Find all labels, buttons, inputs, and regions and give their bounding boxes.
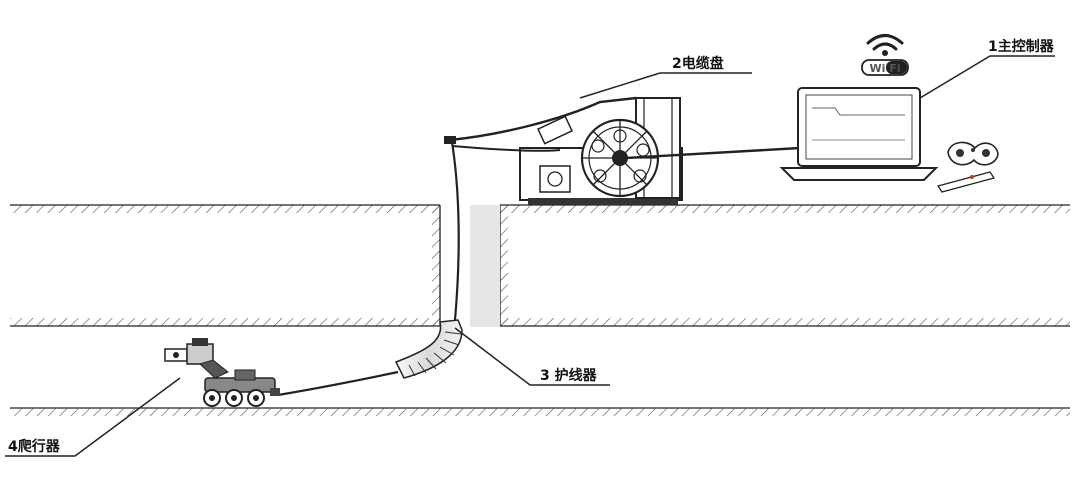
label-cable-reel: 2电缆盘 [672,55,724,72]
leader-lines [5,55,1055,457]
stylus-pen [936,171,996,193]
manhole-shaft [470,205,500,327]
ground-slab-left [10,204,441,327]
crawler-robot [164,338,280,407]
label-crawler: 4爬行器 [8,438,61,455]
wifi-text: Wi Fi [869,62,900,75]
label-main-controller: 1主控制器 [988,38,1055,55]
reel-to-controller-cable [625,146,801,160]
cable-reel [444,96,683,205]
cable-in-shaft [450,141,460,321]
wifi-icon: Wi Fi [861,34,909,76]
pipe-floor [10,407,1070,416]
ground-slab-right [499,204,1070,327]
laptop-controller [779,87,939,181]
remote-controller [947,141,999,166]
cable-to-crawler [277,370,399,397]
cable-protector [394,319,463,379]
label-cable-protector: 3 护线器 [540,367,598,384]
